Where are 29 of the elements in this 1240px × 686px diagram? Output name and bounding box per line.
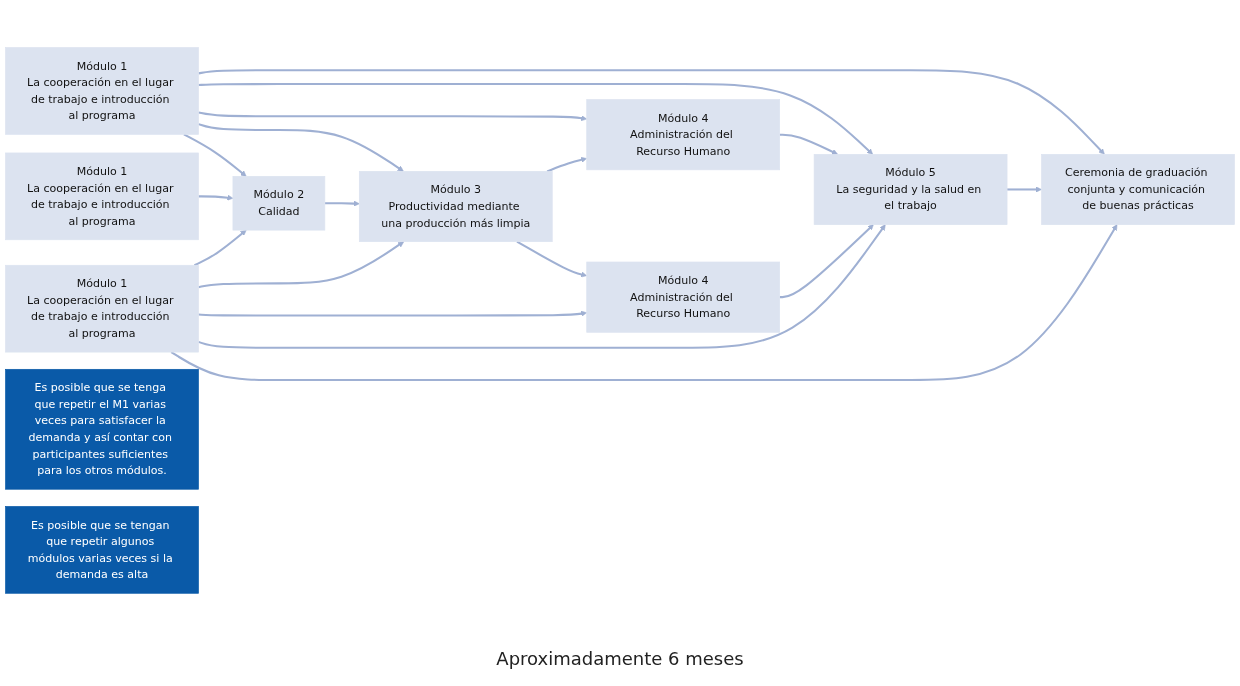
node-box: Módulo 1 La cooperación en el lugar de trabajo e introducción al programa	[5, 264, 199, 353]
arrow	[198, 241, 405, 288]
node-box: Módulo 5 La seguridad y la salud en el trabajo	[813, 153, 1008, 225]
arrow	[198, 68, 1105, 155]
node-box: Módulo 4 Administración del Recurso Humano	[586, 98, 780, 170]
node-box: Módulo 4 Administración del Recurso Humano	[586, 261, 780, 333]
arrow	[516, 240, 587, 277]
arrow	[324, 200, 360, 207]
arrow	[779, 223, 874, 298]
caption: Aproximadamente 6 meses	[496, 648, 744, 669]
arrow	[1007, 186, 1042, 193]
node-box: Es posible que se tengan que repetir algunos módulos varias veces si la demanda es alta	[5, 505, 199, 594]
node-box: Ceremonia de graduación conjunta y comunicación de buenas prácticas	[1041, 153, 1235, 225]
node-box: Módulo 3 Productividad mediante una producción más limpia	[358, 170, 553, 242]
arrow	[183, 133, 247, 177]
arrow	[546, 156, 587, 172]
node-box: Módulo 2 Calidad	[232, 175, 326, 231]
node-box: Módulo 1 La cooperación en el lugar de trabajo e introducción al programa	[5, 46, 199, 135]
arrow	[198, 111, 587, 121]
node-box: Es posible que se tenga que repetir el M1 varias veces para satisfacer la demanda y así contar con participantes suficientes para los otros módulos.	[5, 368, 199, 490]
arrow	[198, 194, 234, 201]
arrow	[198, 122, 404, 172]
arrow	[198, 82, 873, 155]
arrow	[779, 133, 838, 155]
arrow	[198, 223, 886, 349]
arrow	[198, 310, 587, 317]
arrow	[194, 229, 247, 266]
arrow	[170, 223, 1118, 381]
node-box: Módulo 1 La cooperación en el lugar de trabajo e introducción al programa	[5, 152, 199, 240]
